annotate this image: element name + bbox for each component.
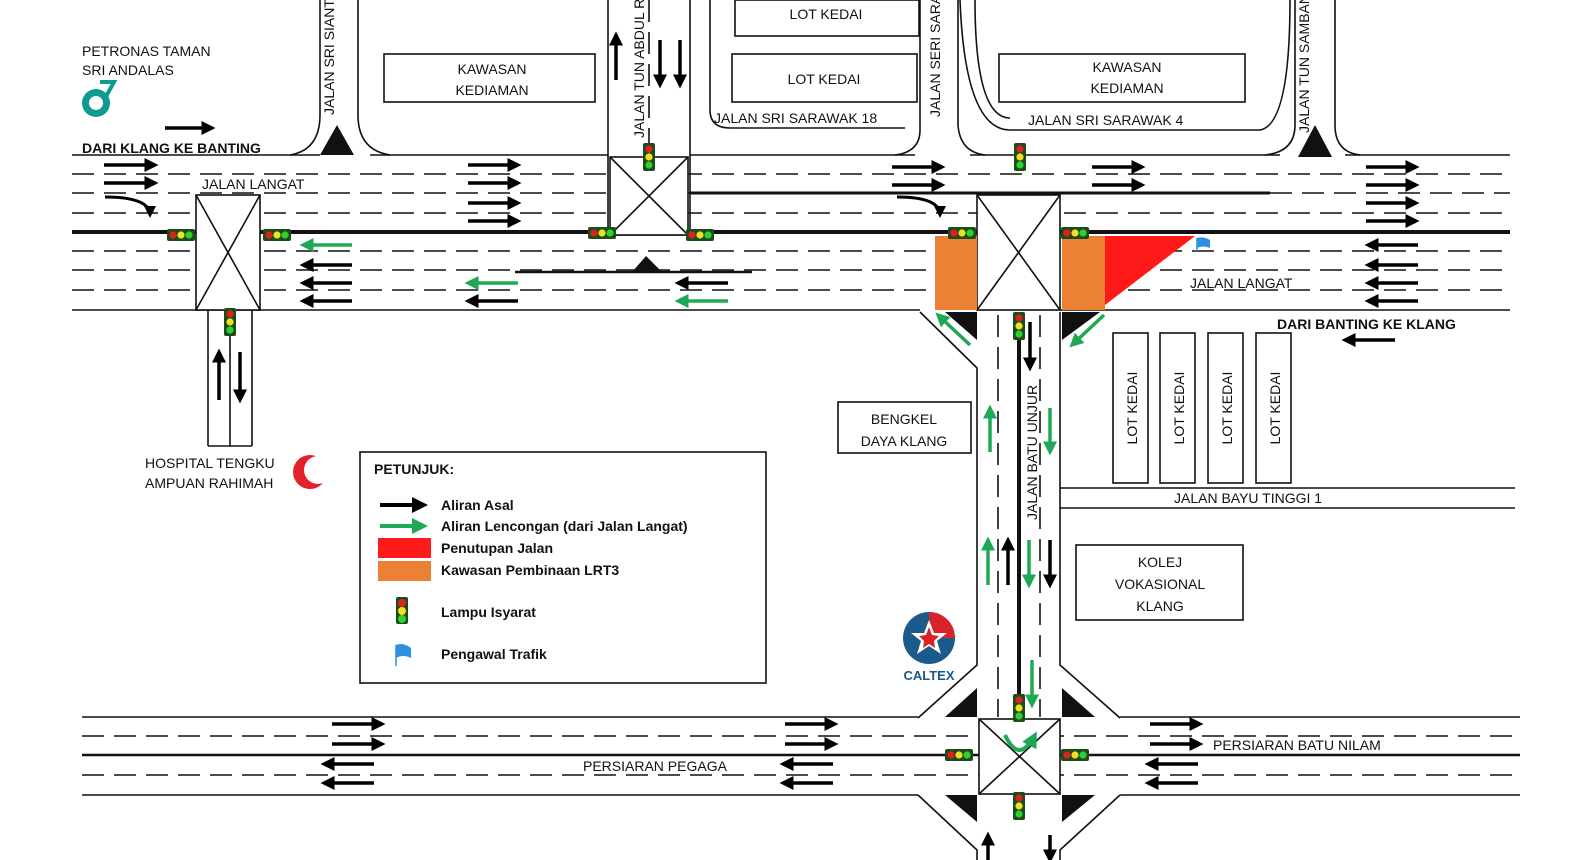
label: KEDIAMAN <box>455 82 528 98</box>
legend-label: Kawasan Pembinaan LRT3 <box>441 562 619 578</box>
buildings: KAWASAN KEDIAMAN LOT KEDAI LOT KEDAI KAW… <box>383 0 1292 621</box>
direction-label: DARI BANTING KE KLANG <box>1277 316 1456 332</box>
road-label: JALAN TUN SAMBANTHAN <box>1296 0 1312 133</box>
label: KOLEJ <box>1138 554 1182 570</box>
road-labels: JALAN LANGAT JALAN LANGAT JALAN SRI SIAN… <box>82 0 1456 774</box>
traffic-controller-flag-icon <box>1196 237 1210 252</box>
legend-orange-swatch <box>378 561 431 581</box>
road-label: JALAN SRI SARAWAK 4 <box>1028 112 1184 128</box>
persiaran-pegaga-road <box>82 716 1520 860</box>
traffic-light-icon <box>1061 227 1089 239</box>
traffic-light-icon <box>1061 749 1089 761</box>
road-label: PERSIARAN PEGAGA <box>583 758 728 774</box>
traffic-light-icon <box>1014 143 1026 171</box>
traffic-light-icon <box>263 229 291 241</box>
label: LOT KEDAI <box>790 6 863 22</box>
label: CALTEX <box>903 668 954 683</box>
label: LOT KEDAI <box>1267 372 1283 445</box>
label: KAWASAN <box>1093 59 1162 75</box>
traffic-light-icon <box>224 308 236 336</box>
label: LOT KEDAI <box>1171 372 1187 445</box>
diversion-flow-arrow <box>1069 313 1106 348</box>
side-roads-top <box>289 0 1361 236</box>
label: HOSPITAL TENGKU <box>145 455 275 471</box>
label: AMPUAN RAHIMAH <box>145 475 273 491</box>
traffic-light-icon <box>945 749 973 761</box>
traffic-light-icon <box>167 229 195 241</box>
legend-label: Aliran Lencongan (dari Jalan Langat) <box>441 518 688 534</box>
flag-icon <box>395 644 411 666</box>
hospital-landmark: HOSPITAL TENGKU AMPUAN RAHIMAH <box>145 455 332 491</box>
label: PETRONAS TAMAN <box>82 43 211 59</box>
lrt3-construction-area-left <box>935 236 977 310</box>
turn-arrow <box>896 195 946 218</box>
caltex-logo-icon <box>903 612 955 664</box>
direction-label: DARI KLANG KE BANTING <box>82 140 261 156</box>
traffic-light-icon <box>1013 792 1025 820</box>
label: LOT KEDAI <box>1124 372 1140 445</box>
red-crescent-icon <box>293 455 332 489</box>
label: KEDIAMAN <box>1090 80 1163 96</box>
road-label: JALAN SRI SARAWAK 18 <box>714 110 877 126</box>
intersections <box>195 194 1195 311</box>
label: BENGKEL <box>871 411 937 427</box>
label: LOT KEDAI <box>788 71 861 87</box>
road-label: JALAN SERI SARAWAK <box>927 0 943 117</box>
hospital-road <box>207 310 253 447</box>
road-label: JALAN LANGAT <box>1190 275 1293 291</box>
traffic-light-icon <box>588 227 616 239</box>
label: KLANG <box>1136 598 1183 614</box>
label: SRI ANDALAS <box>82 62 174 78</box>
traffic-light-icon <box>396 597 408 624</box>
legend: PETUNJUK: Aliran Asal Aliran Lencongan (… <box>359 451 767 684</box>
traffic-light-icon <box>643 143 655 171</box>
traffic-light-icon <box>686 229 714 241</box>
label: VOKASIONAL <box>1115 576 1205 592</box>
legend-label: Lampu Isyarat <box>441 604 536 620</box>
petronas-landmark: PETRONAS TAMAN SRI ANDALAS <box>82 43 211 117</box>
diversion-flow-arrow <box>935 312 972 347</box>
petronas-logo-icon <box>82 80 118 117</box>
traffic-flow-arrows <box>104 31 1420 860</box>
traffic-lights <box>167 143 1089 820</box>
road-closure-area <box>1105 236 1195 305</box>
legend-red-swatch <box>378 538 431 558</box>
road-label: JALAN SRI SIANTAN <box>321 0 337 115</box>
road-label: PERSIARAN BATU NILAM <box>1213 737 1381 753</box>
road-label: JALAN BAYU TINGGI 1 <box>1174 490 1322 506</box>
label: DAYA KLANG <box>861 433 948 449</box>
legend-title: PETUNJUK: <box>374 461 454 477</box>
caltex-landmark: CALTEX <box>903 612 955 683</box>
label: KAWASAN <box>458 61 527 77</box>
traffic-light-icon <box>1013 694 1025 722</box>
traffic-light-icon <box>1013 312 1025 340</box>
lrt3-construction-area-right <box>1062 236 1105 310</box>
legend-label: Aliran Asal <box>441 497 514 513</box>
label: LOT KEDAI <box>1219 372 1235 445</box>
legend-label: Pengawal Trafik <box>441 646 547 662</box>
kawasan-kediaman-1 <box>383 53 596 103</box>
traffic-light-icon <box>948 227 976 239</box>
road-label: JALAN TUN ABDUL R <box>631 0 647 138</box>
turn-arrow <box>104 195 156 218</box>
legend-label: Penutupan Jalan <box>441 540 553 556</box>
road-label: JALAN LANGAT <box>202 176 305 192</box>
road-label: JALAN BATU UNJUR <box>1024 385 1040 520</box>
